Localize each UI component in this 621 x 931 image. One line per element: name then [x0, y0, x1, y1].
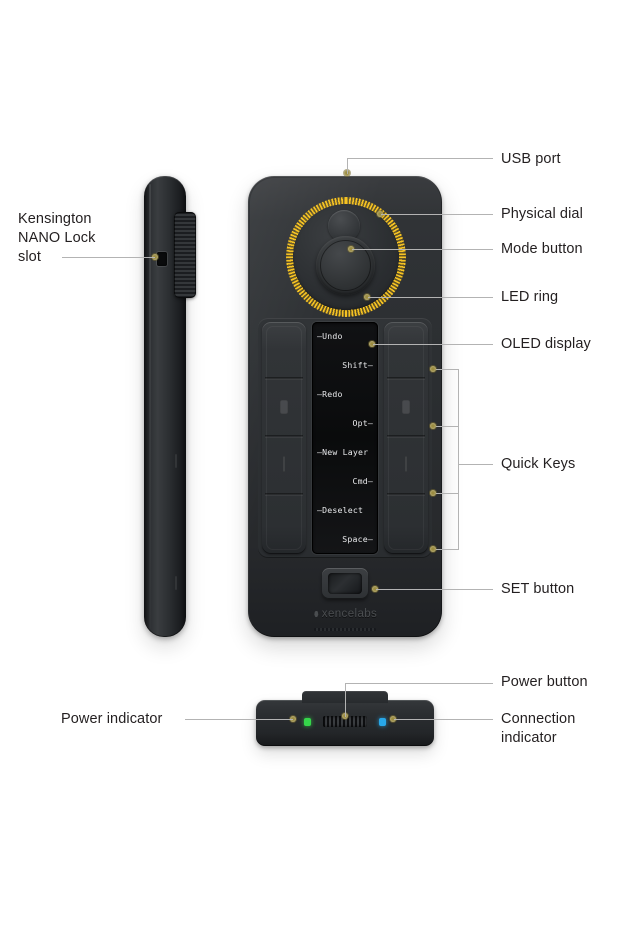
leader-dot-physical-dial	[377, 211, 383, 217]
leader-line-set-button	[376, 589, 493, 590]
leader-line-physical-dial	[381, 214, 493, 215]
callout-usb-port: USB port	[501, 151, 561, 167]
oled-row: —Redo	[317, 389, 343, 399]
leader-dot-quick-keys	[430, 490, 436, 496]
leader-line-connection-indicator	[394, 719, 493, 720]
leader-line-power-button	[345, 683, 346, 717]
brand-logo: xencelabs	[248, 608, 442, 620]
key-divider	[387, 377, 425, 380]
oled-row: Shift—	[342, 360, 373, 370]
leader-line-quick-keys-stem	[458, 464, 493, 465]
key-divider	[387, 493, 425, 496]
leader-line-usb-port	[347, 158, 493, 159]
leader-line-power-indicator	[185, 719, 293, 720]
side-seam-upper	[175, 454, 177, 468]
key-tactile-mark	[283, 456, 285, 472]
leader-dot-mode-button	[348, 246, 354, 252]
callout-mode-button: Mode button	[501, 241, 583, 257]
oled-row: —Deselect	[317, 505, 364, 515]
leader-dot-kensington	[152, 254, 158, 260]
leader-line-kensington	[62, 257, 155, 258]
callout-power-button: Power button	[501, 674, 588, 690]
device-front-view: —Undo Shift— —Redo Opt— —New Layer Cmd— …	[248, 176, 442, 637]
key-tactile-mark	[405, 456, 407, 472]
oled-row: —New Layer	[317, 447, 369, 457]
brand-name: xencelabs	[321, 608, 378, 620]
callout-led-ring: LED ring	[501, 289, 559, 305]
bottom-grille	[314, 628, 376, 631]
callout-connection-indicator: Connection indicator	[501, 711, 576, 746]
power-button[interactable]	[323, 716, 367, 727]
leader-dot-quick-keys	[430, 366, 436, 372]
key-divider	[265, 435, 303, 438]
oled-row: Cmd—	[352, 476, 373, 486]
callout-oled-display: OLED display	[501, 336, 591, 352]
leader-line-usb-port	[347, 158, 348, 174]
leader-line-quick-keys	[436, 426, 458, 427]
physical-dial[interactable]	[316, 236, 375, 295]
leader-dot-led-ring	[364, 294, 370, 300]
kensington-lock-slot	[157, 252, 167, 266]
callout-quick-keys: Quick Keys	[501, 456, 576, 472]
callout-power-indicator: Power indicator	[61, 711, 163, 727]
key-divider	[265, 493, 303, 496]
leader-dot-quick-keys	[430, 423, 436, 429]
leader-dot-oled-display	[369, 341, 375, 347]
oled-row: —Undo	[317, 331, 343, 341]
oled-display: —Undo Shift— —Redo Opt— —New Layer Cmd— …	[312, 322, 378, 554]
key-divider	[265, 377, 303, 380]
key-plate: —Undo Shift— —Redo Opt— —New Layer Cmd— …	[258, 318, 432, 558]
power-indicator-led	[304, 718, 311, 726]
set-button[interactable]	[322, 568, 368, 599]
leader-line-mode-button	[352, 249, 493, 250]
physical-dial-side-profile	[174, 212, 196, 298]
leader-dot-connection-indicator	[390, 716, 396, 722]
quick-keys-left-column[interactable]	[262, 322, 306, 554]
key-tactile-mark	[280, 400, 288, 414]
connection-indicator-led	[379, 718, 386, 726]
leader-line-led-ring	[368, 297, 493, 298]
droplet-logo-icon	[314, 608, 319, 617]
leader-dot-set-button	[372, 586, 378, 592]
leader-bracket-quick-keys	[458, 369, 459, 550]
callout-physical-dial: Physical dial	[501, 206, 583, 222]
leader-line-quick-keys	[436, 369, 458, 370]
oled-row: Space—	[342, 534, 373, 544]
key-tactile-mark	[402, 400, 410, 414]
callout-set-button: SET button	[501, 581, 575, 597]
key-divider	[387, 435, 425, 438]
leader-dot-quick-keys	[430, 546, 436, 552]
leader-line-power-button	[345, 683, 493, 684]
leader-line-quick-keys	[436, 493, 458, 494]
oled-row: Opt—	[352, 418, 373, 428]
leader-line-quick-keys	[436, 549, 458, 550]
leader-dot-power-indicator	[290, 716, 296, 722]
device-side-view	[144, 176, 196, 637]
quick-keys-right-column[interactable]	[384, 322, 428, 554]
callout-kensington-lock: Kensington NANO Lock slot	[18, 211, 96, 265]
side-seam-lower	[175, 576, 177, 590]
leader-line-oled-display	[373, 344, 493, 345]
